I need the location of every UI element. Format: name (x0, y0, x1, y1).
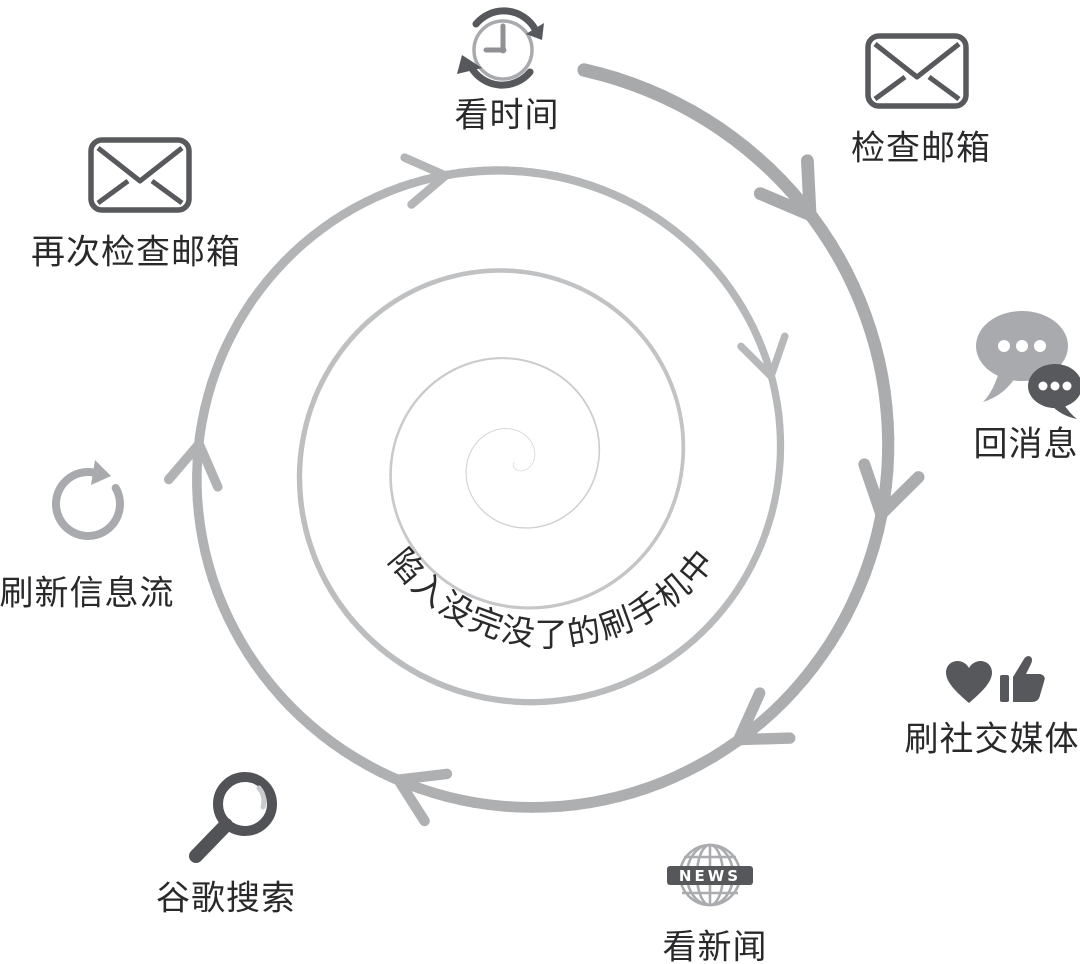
spiral-arrowhead (753, 154, 817, 222)
news-badge-text: NEWS (679, 867, 741, 885)
spiral-arrowhead (392, 768, 453, 827)
label-refresh-feed: 刷新信息流 (0, 573, 175, 614)
spiral-arrowhead (858, 458, 925, 520)
label-google-search: 谷歌搜索 (156, 878, 296, 919)
spiral-arrowheads (163, 153, 925, 827)
heart-icon (946, 661, 992, 703)
spiral-path (192, 63, 895, 813)
label-read-news: 看新闻 (662, 927, 768, 964)
label-reply-messages: 回消息 (973, 424, 1079, 465)
spiral-arrowhead (163, 439, 223, 492)
envelope-icon (865, 33, 969, 109)
label-check-time: 看时间 (454, 95, 560, 136)
clock-refresh-icon (457, 7, 544, 89)
spiral-arrowhead (737, 332, 789, 380)
spiral-arrowhead (733, 687, 796, 746)
center-spiral-text: 陷入没完没了的刷手机中 (381, 541, 723, 654)
news-globe-icon: NEWS (667, 843, 753, 907)
chat-bubbles-icon (976, 311, 1080, 419)
magnifier-icon (189, 772, 277, 863)
spiral-arrowhead (400, 153, 450, 209)
label-check-email: 检查邮箱 (851, 128, 991, 169)
label-check-email-again: 再次检查邮箱 (31, 232, 241, 273)
label-browse-social: 刷社交媒体 (904, 719, 1080, 760)
refresh-icon (51, 460, 124, 540)
envelope-icon (88, 137, 192, 213)
thumbs-up-icon (1000, 656, 1045, 702)
